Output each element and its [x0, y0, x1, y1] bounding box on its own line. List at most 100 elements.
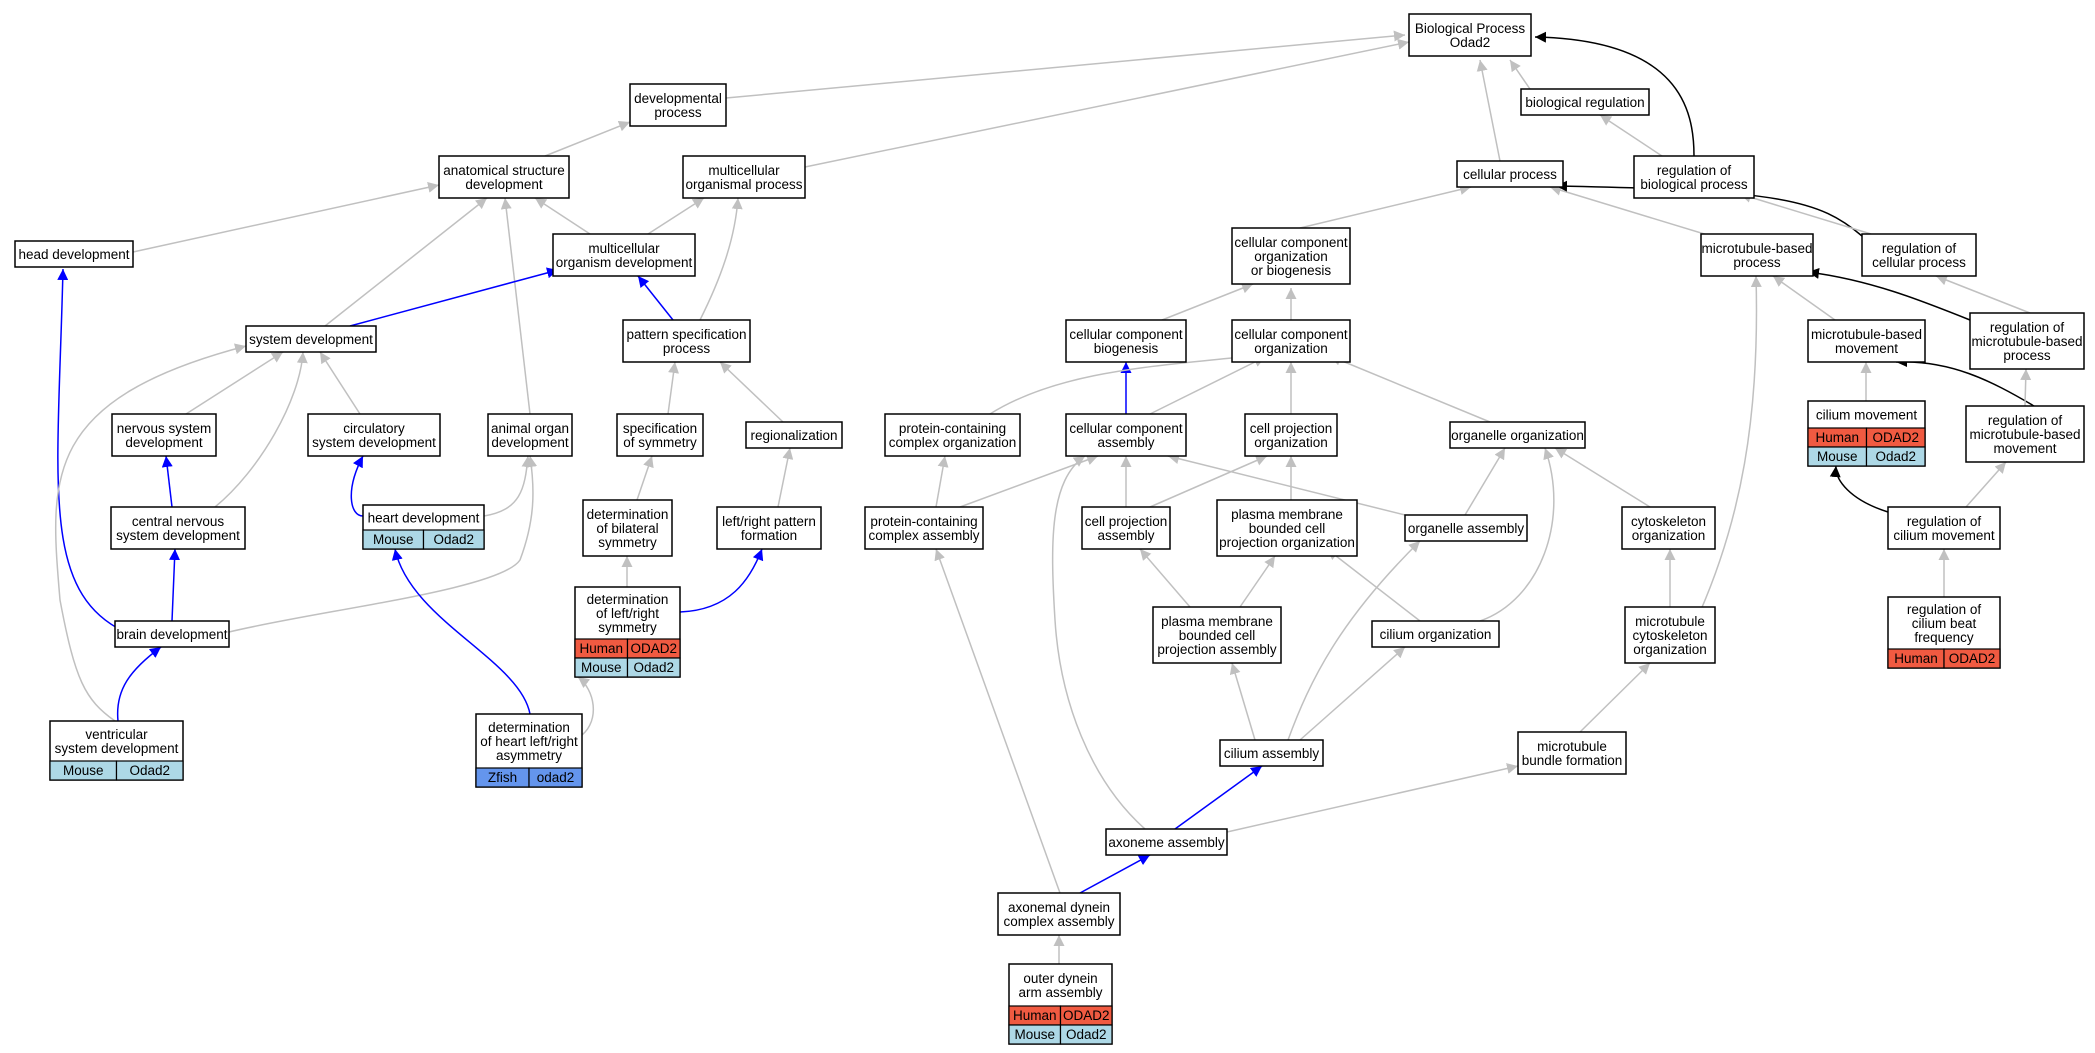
term-node-regionalization[interactable]: regionalization	[745, 421, 843, 449]
term-label-line: cilium movement	[1893, 528, 1995, 543]
edge-cc_assembly-to-cc_org	[1149, 356, 1266, 415]
edge-cilium_assembly-to-pm_cp_assembly	[1229, 662, 1256, 741]
term-node-cilium-assembly[interactable]: cilium assembly	[1219, 739, 1324, 767]
term-label-line: system development	[116, 528, 240, 543]
edge-axoneme_assembly-to-cilium_assembly	[1174, 765, 1263, 830]
term-box	[487, 413, 573, 457]
species-label: Zfish	[488, 770, 517, 785]
term-box	[716, 506, 822, 550]
gene-symbol: Odad2	[1066, 1027, 1107, 1042]
edge-pc_assembly-to-cc_assembly	[959, 454, 1099, 508]
species-label: Human	[1013, 1008, 1057, 1023]
term-node-sys-dev[interactable]: system development	[245, 325, 377, 353]
species-label: Mouse	[63, 763, 104, 778]
edge-cilium_assembly-to-cilium_org	[1299, 646, 1406, 741]
edge-multi_org_dev-to-multi_org_proc	[647, 197, 705, 235]
edge-animal_organ_dev-to-anat_dev	[500, 197, 531, 415]
term-box	[1404, 514, 1528, 542]
term-box	[438, 155, 570, 199]
term-box	[1520, 88, 1650, 116]
edge-reg_mt_proc-to-mt_proc	[1807, 267, 1971, 321]
term-node-organelle-assembly[interactable]: organelle assembly	[1404, 514, 1528, 542]
term-label-line: process	[1733, 255, 1781, 270]
edge-cc_org_biog-to-cell_proc	[1299, 184, 1472, 229]
term-label-line: cilium assembly	[1224, 746, 1320, 761]
edge-reg_cilium_movement-to-reg_mt_movement	[1965, 461, 2007, 508]
term-node-brain-dev[interactable]: brain development	[114, 620, 230, 648]
gene-symbol: odad2	[537, 770, 575, 785]
edge-circ_dev-to-sys_dev	[319, 351, 361, 415]
edge-reg_cell_proc-to-reg_bio_proc	[1739, 191, 1872, 235]
edge-cilium_org-to-pm_cp_org	[1326, 548, 1421, 622]
term-label-line: system development	[312, 435, 436, 450]
edge-cilium_org-to-organelle_org	[1479, 447, 1555, 622]
term-node-cilium-org[interactable]: cilium organization	[1371, 620, 1500, 648]
term-label-line: arm assembly	[1018, 985, 1102, 1000]
term-node-organelle-org[interactable]: organelle organization	[1449, 421, 1586, 449]
gene-symbol: ODAD2	[630, 641, 677, 656]
term-box	[682, 155, 806, 199]
edge-det_heart_lr-to-heart_dev	[391, 548, 531, 715]
term-label-line: of left/right	[596, 606, 659, 621]
edge-organelle_org-to-cc_org	[1329, 355, 1491, 423]
gene-cell	[422, 529, 485, 550]
species-label: Mouse	[581, 660, 622, 675]
gene-symbol: Odad2	[129, 763, 170, 778]
term-node-axoneme-assembly[interactable]: axoneme assembly	[1105, 828, 1228, 856]
gene-cell	[528, 767, 583, 788]
species-label: Human	[1894, 651, 1938, 666]
edge-reg_mt_movement-to-reg_mt_proc	[2020, 368, 2032, 407]
term-label-line: organism development	[556, 255, 693, 270]
species-label: Mouse	[1014, 1027, 1055, 1042]
term-box	[111, 413, 217, 457]
term-label-line: or biogenesis	[1251, 263, 1332, 278]
term-box	[745, 421, 843, 449]
term-node-bio-reg[interactable]: biological regulation	[1520, 88, 1650, 116]
term-node-head-dev[interactable]: head development	[14, 240, 134, 268]
term-label-line: anatomical structure	[443, 163, 565, 178]
term-node-cell-proc[interactable]: cellular process	[1456, 160, 1564, 188]
term-label-line: multicellular	[588, 241, 660, 256]
